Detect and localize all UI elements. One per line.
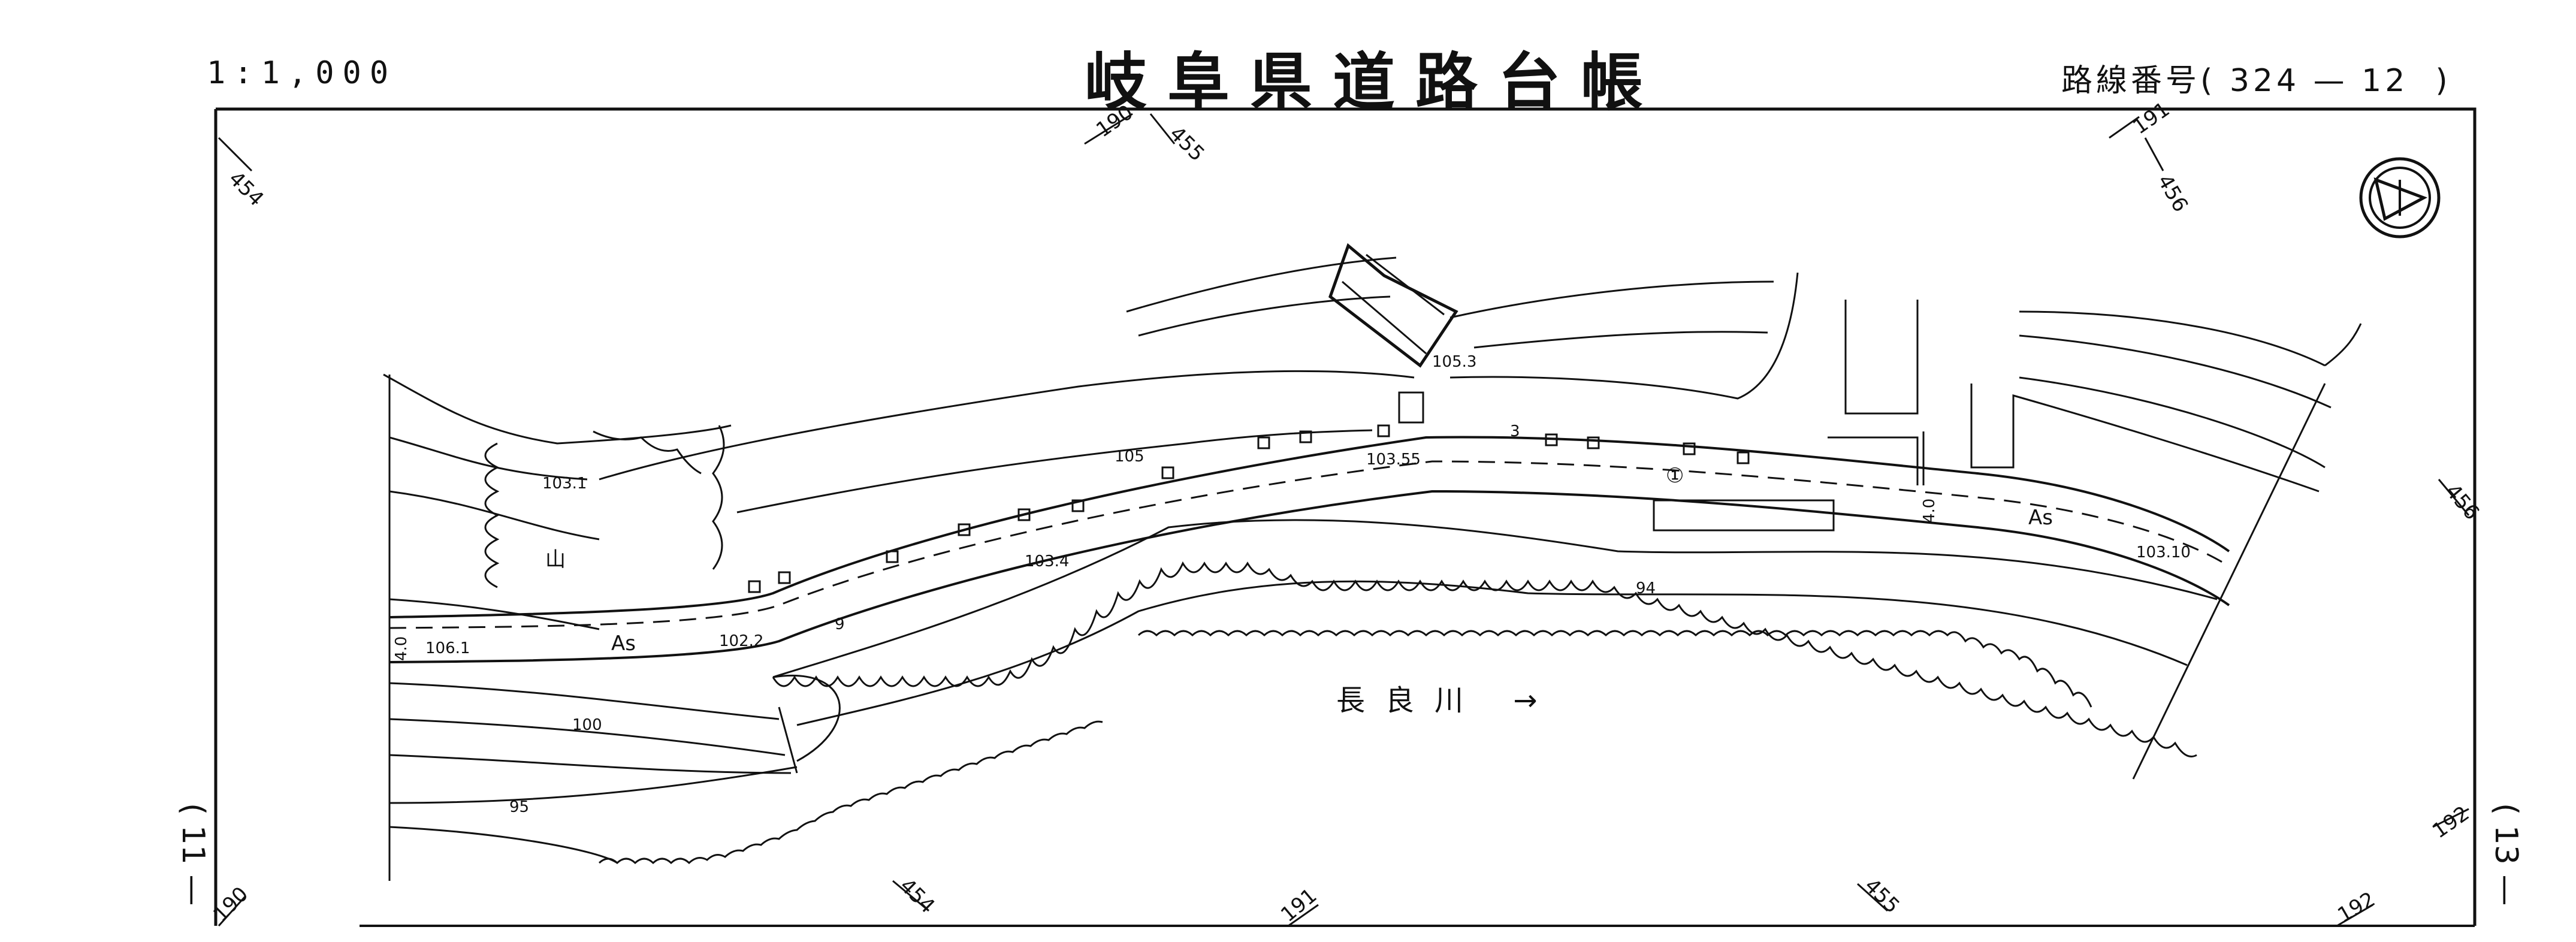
road-width: 9: [835, 615, 845, 633]
water-edge: [598, 720, 1103, 865]
grid-mark: 454: [895, 874, 940, 918]
route-marker: ①: [1666, 464, 1684, 488]
elevation: 103.4: [1025, 552, 1069, 570]
revetment: [772, 561, 2197, 757]
road-south-edge: [389, 490, 2230, 663]
grid-mark: 455: [1860, 874, 1904, 918]
grid-mark: 192: [2428, 801, 2474, 843]
road-width: 4.0: [392, 636, 410, 661]
contour-label: 95: [509, 798, 529, 816]
structure-hatched: [1328, 243, 1458, 368]
map-frame: [216, 107, 2477, 926]
north-arrow-icon: [2359, 157, 2441, 238]
river-name: 長良川 →: [1336, 684, 1557, 717]
mountain-symbol: 山: [545, 548, 566, 572]
grid-mark: 454: [224, 167, 268, 211]
road-width: 4.0: [1920, 499, 1938, 523]
contour-label: 100: [572, 716, 602, 734]
elevation: 103.10: [2136, 544, 2191, 561]
building-symbols: [748, 391, 1835, 593]
grid-mark: 456: [2152, 171, 2193, 216]
elevation: 102.2: [719, 632, 763, 650]
elevation: 106.1: [425, 639, 470, 657]
contour-label: 94: [1636, 579, 1656, 597]
grid-coordinates: 454 190 455 191 456 456 454 191 455 192 …: [209, 97, 2484, 927]
adjacent-sheet-right: ( 13 —: [2488, 803, 2524, 906]
elevation: 103.1: [542, 475, 587, 493]
map-title: 岐阜県道路台帳: [1085, 46, 1664, 119]
grid-mark: 456: [2441, 479, 2484, 524]
surface-label: As: [2028, 506, 2053, 530]
elevation: 103.55: [1366, 451, 1421, 469]
elevation: 105.3: [1432, 353, 1476, 371]
adjacent-sheet-left: ( 11 —: [175, 803, 211, 906]
road-centerline: [389, 460, 2230, 629]
grid-mark: 191: [2128, 97, 2174, 139]
grid-mark: 191: [1276, 884, 1321, 927]
scale-label: 1:1,000: [207, 55, 397, 91]
map-annotations: 103.1 105.3 105 103.55 103.4 102.2 106.1…: [392, 353, 2191, 816]
surface-label: As: [611, 632, 636, 656]
elevation: 105: [1115, 448, 1144, 466]
grid-mark: 192: [2334, 887, 2379, 928]
route-number: 路線番号( 324 — 12 ): [2061, 63, 2451, 99]
road-width: 3: [1510, 422, 1520, 440]
grid-mark: 455: [1165, 122, 1209, 166]
road-north-edge: [389, 436, 2230, 618]
